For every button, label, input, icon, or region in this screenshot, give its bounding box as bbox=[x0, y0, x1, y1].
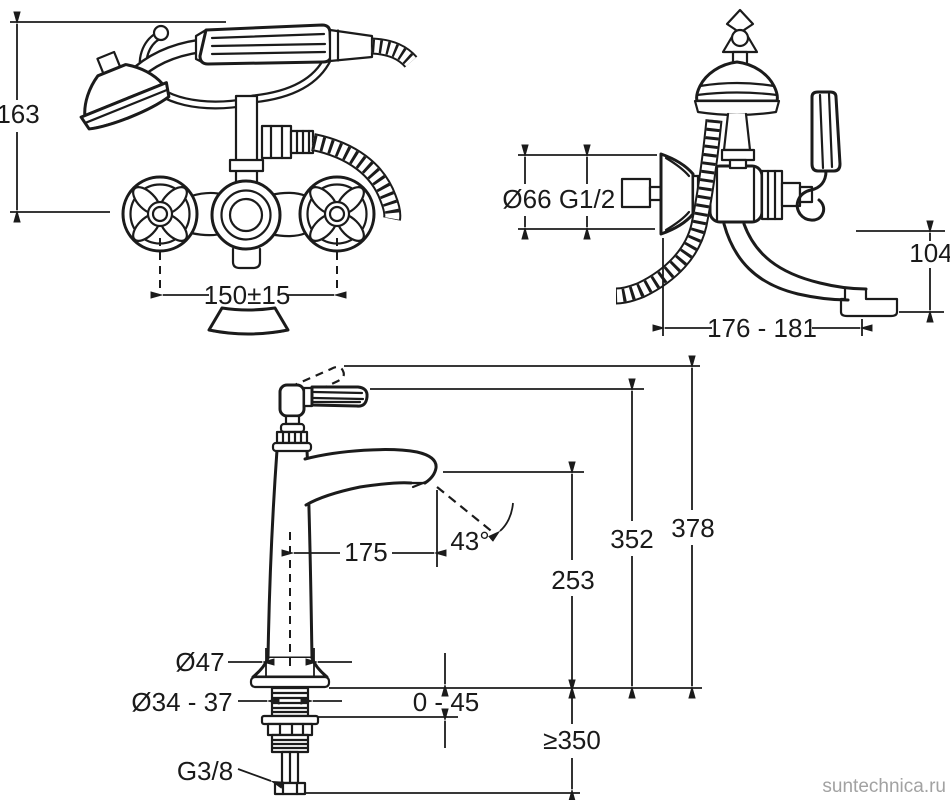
dim-basin-spray-angle: 43° bbox=[450, 526, 489, 556]
wall-escutcheon bbox=[659, 152, 695, 236]
supply-union bbox=[620, 177, 663, 209]
dim-side-spout-height: 104 bbox=[909, 238, 950, 268]
lever-handle-side bbox=[795, 90, 842, 222]
shower-hose bbox=[311, 133, 402, 221]
dim-front-overall-height: 163 bbox=[0, 99, 40, 129]
dim-basin-spout-height: 253 bbox=[551, 565, 594, 595]
handshower-head bbox=[79, 50, 171, 131]
basin-mixer-side-view: 175 43° 253 352 378 Ø47 Ø34 - 37 0 - 45 … bbox=[131, 355, 715, 800]
dim-side-spout-reach: 176 - 181 bbox=[707, 313, 817, 343]
watermark: suntechnica.ru bbox=[822, 776, 946, 797]
dim-basin-min-clearance: ≥350 bbox=[543, 725, 601, 755]
dim-front-handle-centers: 150±15 bbox=[204, 280, 291, 310]
mounting-shank bbox=[260, 686, 320, 796]
cross-handle-left bbox=[121, 175, 199, 253]
handshower-grip bbox=[194, 23, 418, 68]
bottom-outlet bbox=[207, 247, 290, 336]
handshower-side bbox=[693, 8, 781, 170]
hose-nut bbox=[260, 124, 315, 160]
dim-basin-deck-thickness: 0 - 45 bbox=[413, 687, 480, 717]
dim-basin-spout-reach: 175 bbox=[344, 537, 387, 567]
basin-spout bbox=[303, 448, 438, 507]
dim-basin-body-diameter: Ø47 bbox=[175, 647, 224, 677]
dim-basin-overall-height: 378 bbox=[671, 513, 714, 543]
tub-spout bbox=[722, 222, 899, 318]
shower-hose-side bbox=[615, 119, 723, 305]
mixer-body bbox=[210, 179, 282, 251]
bath-mixer-front-view: 163 150±15 bbox=[0, 11, 418, 336]
riser-pipe bbox=[228, 94, 265, 194]
dim-basin-handle-height: 352 bbox=[610, 524, 653, 554]
cross-handle-right bbox=[298, 175, 376, 253]
basin-lever bbox=[271, 365, 369, 453]
dim-side-escutcheon-diameter: Ø66 bbox=[502, 184, 551, 214]
dim-basin-mounting-hole: Ø34 - 37 bbox=[131, 687, 232, 717]
dim-side-connection-thread: G1/2 bbox=[559, 184, 615, 214]
bath-mixer-side-view: Ø66 G1/2 104 176 - 181 bbox=[502, 8, 950, 343]
dim-basin-supply-thread: G3/8 bbox=[177, 756, 233, 786]
